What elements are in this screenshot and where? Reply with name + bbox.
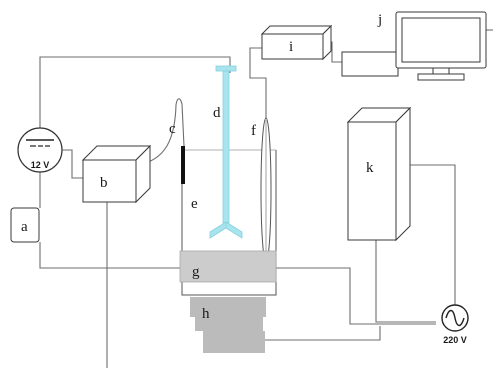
converter-body <box>341 51 399 77</box>
dc-power-source: 12 V <box>17 127 63 173</box>
stirrer-shaft <box>222 70 230 224</box>
wire-b-to-c <box>137 98 185 166</box>
cabinet-k: k <box>346 106 412 242</box>
wire-dc-top <box>39 56 231 128</box>
label-c: c <box>169 121 176 137</box>
label-h: h <box>202 306 210 322</box>
label-g: g <box>192 264 200 280</box>
wires <box>39 29 493 368</box>
wire-a-to-g <box>39 242 180 269</box>
cabinet-front <box>347 121 397 241</box>
sensor-f: f <box>251 117 272 263</box>
cabinet-side <box>395 106 411 242</box>
label-k: k <box>366 160 374 176</box>
ac-wave-icon <box>445 309 465 327</box>
meter-a: a <box>10 207 40 243</box>
meter-box <box>10 207 40 243</box>
monitor-neck <box>432 67 450 75</box>
controller-b: b <box>81 144 152 204</box>
converter-box <box>341 51 399 77</box>
label-b: b <box>100 175 108 191</box>
ac-power-source: 220 V <box>441 304 469 345</box>
stirrer-cap <box>215 65 237 72</box>
controller-front <box>82 159 137 203</box>
monitor-stand <box>417 73 465 81</box>
base-h: h <box>190 297 266 353</box>
base-tier-2 <box>195 317 263 331</box>
label-f: f <box>251 123 256 139</box>
computer-j: j <box>377 11 487 81</box>
label-i: i <box>289 39 293 55</box>
wire-g-to-ac <box>276 267 436 325</box>
stirrer-blade-right <box>225 221 243 239</box>
heater-g: g <box>179 250 277 283</box>
electrode-c: c <box>169 121 185 184</box>
detector-front <box>261 33 324 60</box>
wire-h-to-ac <box>265 326 381 341</box>
dc-source-circle <box>17 127 63 173</box>
ac-voltage-label: 220 V <box>443 335 467 345</box>
wire-dc-to-b <box>58 149 83 179</box>
label-d: d <box>213 105 221 121</box>
base-tier-3 <box>203 331 265 353</box>
label-a: a <box>21 219 28 235</box>
base-tier-1 <box>190 297 266 317</box>
dc-voltage-label: 12 V <box>31 160 50 170</box>
detector-i: i <box>260 24 333 61</box>
label-e: e <box>191 196 198 212</box>
heater-plate <box>179 250 277 283</box>
wire-i-to-f <box>249 47 267 120</box>
label-j: j <box>377 12 382 28</box>
monitor-screen <box>401 17 481 63</box>
wire-k-to-ac <box>375 240 436 323</box>
electrode-plate <box>181 146 185 184</box>
wire-k-side <box>410 164 456 305</box>
stirrer-d: d <box>209 65 243 239</box>
